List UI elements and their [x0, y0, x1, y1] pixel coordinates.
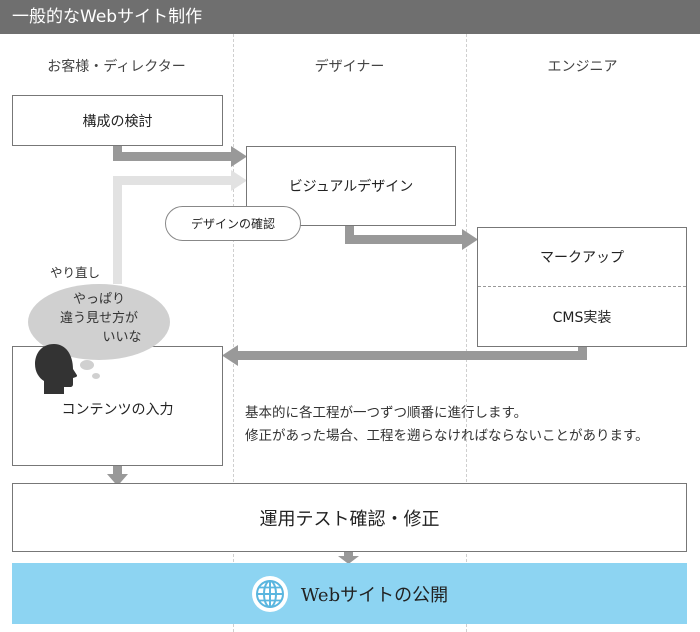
step-label: マークアップ	[540, 250, 624, 266]
flow-arrow-shaft	[113, 465, 122, 475]
lane-divider	[233, 34, 234, 632]
page-title: 一般的なWebサイト制作	[0, 0, 700, 34]
step-markup: マークアップ	[478, 228, 686, 287]
flow-arrow-head	[338, 556, 359, 564]
redo-arrow-shaft	[113, 176, 233, 185]
step-planning: 構成の検討	[12, 95, 223, 146]
redo-label: やり直し	[50, 265, 101, 280]
step-engineering: マークアップ CMS実装	[477, 227, 687, 347]
lane-divider	[466, 34, 467, 632]
globe-icon	[251, 575, 288, 612]
step-design-check: デザインの確認	[165, 206, 301, 241]
step-label: 運用テスト確認・修正	[259, 508, 440, 530]
lane-header-designer: デザイナー	[314, 59, 385, 75]
redo-arrow-shaft	[113, 176, 122, 284]
flow-arrow-shaft	[345, 235, 463, 244]
step-label: デザインの確認	[190, 217, 275, 231]
lane-header-engineer: エンジニア	[547, 59, 618, 75]
person-head-icon	[35, 344, 78, 394]
thought-line: 違う見せ方が	[59, 311, 138, 326]
step-label: CMS実装	[552, 310, 612, 326]
step-cms: CMS実装	[478, 287, 686, 347]
flow-arrow-head	[107, 474, 128, 486]
flow-arrow-shaft	[236, 351, 587, 360]
flow-arrow-shaft	[345, 225, 354, 243]
step-label: 構成の検討	[82, 113, 153, 130]
flow-arrow-shaft	[344, 551, 353, 557]
step-publish: Webサイトの公開	[12, 563, 687, 624]
step-label: ビジュアルデザイン	[288, 179, 414, 195]
redo-arrow-head	[231, 170, 247, 191]
flow-arrow-head	[231, 146, 247, 167]
flow-arrow-head	[462, 229, 478, 250]
thought-bubble-dot	[92, 373, 100, 379]
lane-header-client: お客様・ディレクター	[47, 59, 186, 75]
step-testing: 運用テスト確認・修正	[12, 483, 687, 552]
note-line: 修正があった場合、工程を遡らなければならないことがあります。	[245, 428, 649, 444]
flow-arrow-shaft	[113, 152, 233, 161]
step-label: コンテンツの入力	[61, 402, 174, 418]
process-note: 基本的に各工程が一つずつ順番に進行します。 修正があった場合、工程を遡らなければ…	[245, 402, 649, 448]
thought-line: やっぱり	[72, 292, 125, 307]
flow-arrow-head	[222, 345, 238, 366]
thought-text: やっぱり 違う見せ方が いいな	[28, 290, 170, 347]
thought-bubble-dot	[80, 360, 94, 370]
step-label: Webサイトの公開	[300, 584, 449, 606]
note-line: 基本的に各工程が一つずつ順番に進行します。	[245, 405, 528, 421]
thought-line: いいな	[102, 330, 142, 345]
